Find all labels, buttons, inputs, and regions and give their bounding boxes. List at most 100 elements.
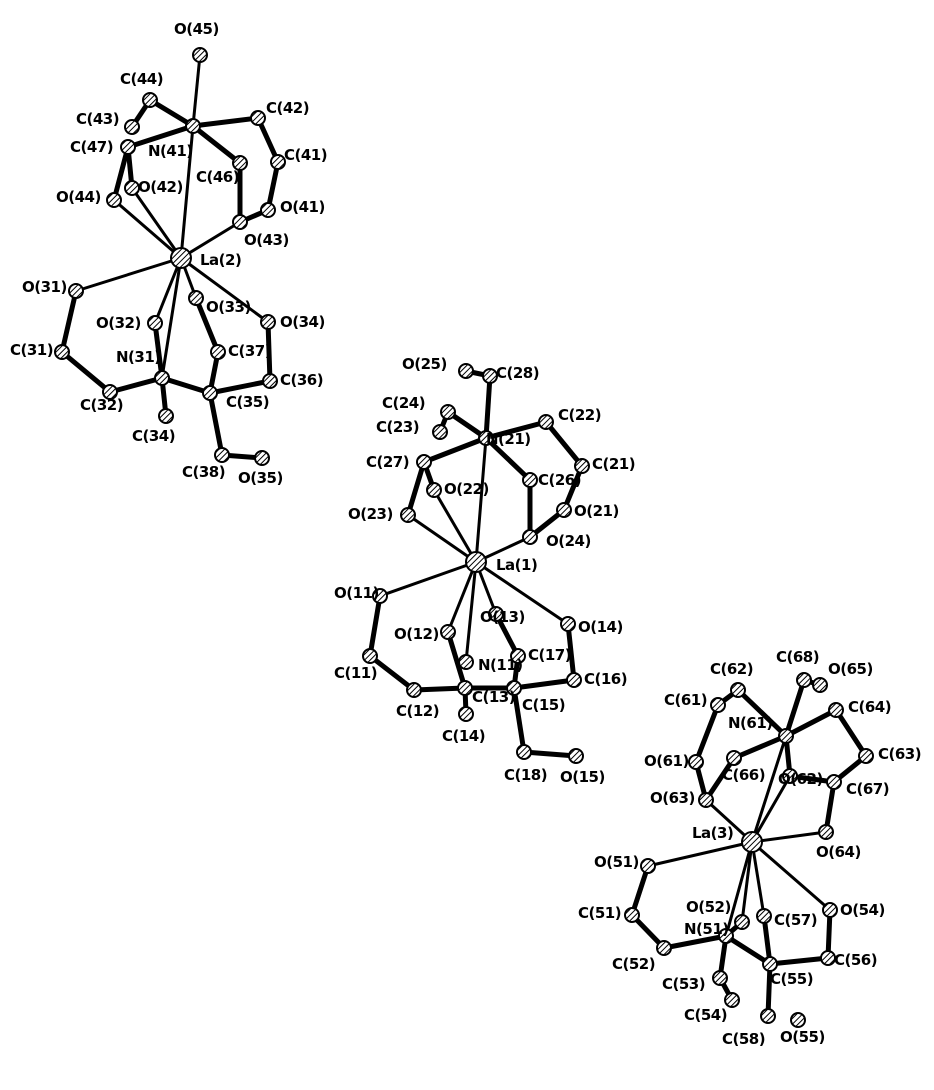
- atom-O34: [260, 314, 276, 330]
- atom-C35: [202, 385, 218, 401]
- label-C56: C(56): [834, 951, 877, 969]
- bond-N31-O32: [152, 320, 165, 381]
- bond-La3-O54: [750, 840, 832, 912]
- bond-C18-O15: [521, 749, 579, 759]
- atom-O45: [192, 47, 208, 63]
- atom-C15: [506, 680, 522, 696]
- atom-La2: [170, 247, 192, 269]
- atom-C43: [124, 119, 140, 135]
- label-La2: La(2): [200, 251, 241, 269]
- bond-La1-O11: [378, 560, 478, 598]
- label-C66: C(66): [722, 766, 765, 784]
- label-O12: O(12): [394, 625, 439, 643]
- label-C58: C(58): [722, 1030, 765, 1048]
- bond-N51-C55: [723, 933, 773, 967]
- atom-C38: [214, 447, 230, 463]
- bond-O44-La2: [112, 198, 183, 260]
- bond-C35-C36: [207, 378, 273, 396]
- atom-O24: [522, 529, 538, 545]
- atom-O55: [790, 1012, 806, 1028]
- atom-C28: [482, 368, 498, 384]
- bond-C56-O54: [825, 907, 833, 961]
- label-C61: C(61): [664, 691, 707, 709]
- label-C32: C(32): [80, 396, 123, 414]
- atom-C68: [796, 672, 812, 688]
- atom-C41: [270, 154, 286, 170]
- bond-C67-O64: [823, 779, 837, 835]
- label-C46: C(46): [196, 168, 239, 186]
- atom-O12: [440, 624, 456, 640]
- label-C51: C(51): [578, 904, 621, 922]
- bond-O11-C11: [367, 593, 383, 659]
- atom-N21: [478, 430, 494, 446]
- bond-C36-O34: [265, 319, 273, 384]
- label-O42: O(42): [138, 178, 183, 196]
- label-C52: C(52): [612, 955, 655, 973]
- atom-O23: [400, 507, 416, 523]
- label-C42: C(42): [266, 99, 309, 117]
- bond-O42-La2: [130, 186, 183, 260]
- bond-C31-C32: [59, 349, 113, 395]
- label-O14: O(14): [578, 618, 623, 636]
- atom-O42: [124, 180, 140, 196]
- atom-C27: [416, 454, 432, 470]
- label-C26: C(26): [538, 471, 581, 489]
- bond-La1-O12: [446, 560, 478, 634]
- atom-O15: [568, 748, 584, 764]
- label-C41: C(41): [284, 146, 327, 164]
- atom-C22: [538, 414, 554, 430]
- label-O63: O(63): [650, 789, 695, 807]
- label-O21: O(21): [574, 502, 619, 520]
- atom-C37: [210, 344, 226, 360]
- label-C47: C(47): [70, 138, 113, 156]
- label-C13: C(13): [472, 688, 515, 706]
- label-O13: O(13): [480, 608, 525, 626]
- label-C35: C(35): [226, 393, 269, 411]
- atom-O25: [458, 363, 474, 379]
- bond-La2-O43: [179, 220, 242, 260]
- label-C36: C(36): [280, 371, 323, 389]
- bond-C66-O63: [703, 755, 737, 803]
- label-O11: O(11): [334, 584, 379, 602]
- atom-C57: [756, 908, 772, 924]
- atom-C23: [432, 424, 448, 440]
- bond-C55-C58: [765, 961, 773, 1019]
- label-C63: C(63): [878, 745, 921, 763]
- label-O35: O(35): [238, 469, 283, 487]
- bond-C15-C18: [511, 685, 527, 755]
- bond-C37-O33: [193, 295, 221, 355]
- bond-N31-C35: [159, 375, 213, 396]
- bond-C47-N41: [125, 123, 196, 150]
- label-C12: C(12): [396, 702, 439, 720]
- label-O54: O(54): [840, 901, 885, 919]
- bond-C55-C56: [767, 955, 831, 967]
- atom-C66: [726, 750, 742, 766]
- label-C18: C(18): [504, 766, 547, 784]
- bond-La3-N51: [724, 840, 754, 938]
- label-O23: O(23): [348, 505, 393, 523]
- bond-C41-O41: [265, 159, 281, 213]
- bond-La3-O51: [646, 840, 754, 868]
- atom-N61: [778, 728, 794, 744]
- atom-N31: [154, 370, 170, 386]
- bond-C64-C63: [833, 707, 869, 759]
- bond-La3-C57: [750, 840, 766, 918]
- atom-O51: [640, 858, 656, 874]
- bond-N21-C26: [483, 435, 533, 483]
- bond-O22-La1: [432, 488, 478, 564]
- atom-N51: [718, 928, 734, 944]
- label-La3: La(3): [692, 824, 733, 842]
- atom-C34: [158, 408, 174, 424]
- atom-O22: [426, 482, 442, 498]
- atom-C12: [406, 682, 422, 698]
- label-C14: C(14): [442, 727, 485, 745]
- label-O45: O(45): [174, 20, 219, 38]
- atom-C46: [232, 155, 248, 171]
- atom-C62: [730, 682, 746, 698]
- atom-C36: [262, 373, 278, 389]
- bond-C55-C57: [761, 913, 773, 967]
- bond-C32-N31: [107, 375, 165, 395]
- atom-O41: [260, 202, 276, 218]
- atom-O43: [232, 214, 248, 230]
- bond-C15-C16: [511, 677, 577, 691]
